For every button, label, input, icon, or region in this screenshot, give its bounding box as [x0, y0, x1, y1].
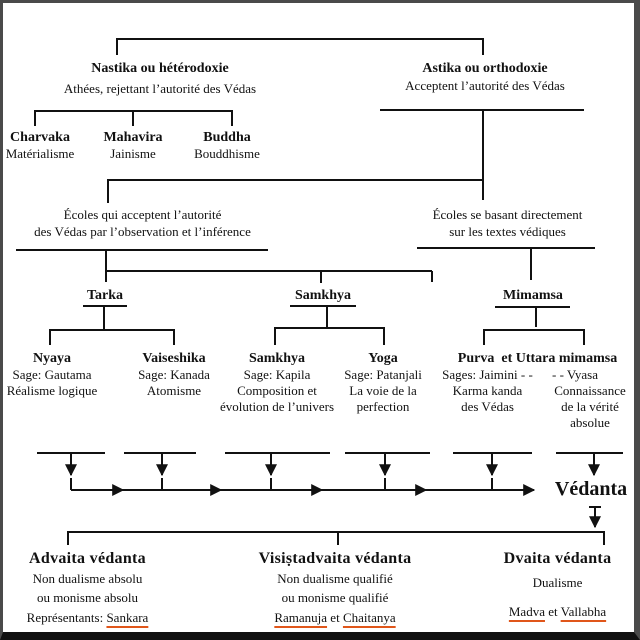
- charvaka-node: Charvaka Matérialisme: [0, 129, 80, 162]
- vaiseshika-desc: Atomisme: [146, 383, 202, 398]
- dvaita-title: Dvaita védanta: [503, 550, 612, 567]
- visistadvaita-desc-1: Non dualisme qualifié: [277, 571, 393, 586]
- mahavira-title: Mahavira: [103, 130, 163, 145]
- charvaka-title: Charvaka: [10, 130, 70, 145]
- connector-tarka-children: [49, 306, 175, 345]
- dvaita-desc-1: Dualisme: [532, 575, 583, 590]
- purva-node: Sages: Jaimini - - Karma kanda des Védas: [435, 367, 540, 415]
- group-samkhya: Samkhya: [294, 288, 352, 303]
- connector-root: [116, 38, 484, 55]
- ecoles-textes-line1: Écoles se basant directement: [432, 207, 583, 222]
- vaiseshika-sage: Sage: Kanada: [138, 367, 210, 382]
- rep-chaitanya: Chaitanya: [342, 610, 396, 625]
- yoga-desc-2: perfection: [356, 399, 410, 414]
- visistadvaita-node: Visiṣtadvaita védanta Non dualisme quali…: [240, 549, 430, 626]
- mimamsa-schools-title: Purva et Uttara mimamsa: [457, 351, 618, 366]
- visistadvaita-desc-2: ou monisme qualifié: [281, 590, 389, 605]
- visistadvaita-reps: Ramanuja et Chaitanya: [240, 610, 430, 626]
- advaita-desc-2: ou monisme absolu: [36, 590, 139, 605]
- nyaya-desc: Réalisme logique: [6, 383, 98, 398]
- astika-title: Astika ou orthodoxie: [422, 61, 548, 76]
- uttara-node: - - Vyasa Connaissance de la vérité abso…: [540, 367, 640, 431]
- nyaya-sage: Sage: Gautama: [12, 367, 92, 382]
- dvaita-node: Dvaita védanta Dualisme Madva et Vallabh…: [490, 549, 625, 620]
- nyaya-node: Nyaya Sage: Gautama Réalisme logique: [4, 350, 100, 399]
- buddha-node: Buddha Bouddhisme: [182, 129, 272, 162]
- ecoles-inference-line1: Écoles qui acceptent l’autorité: [63, 207, 222, 222]
- astika-subtitle: Acceptent l’autorité des Védas: [405, 78, 565, 93]
- rep-vallabha: Vallabha: [560, 604, 607, 619]
- uttara-desc-2: de la vérité: [561, 399, 619, 414]
- advaita-node: Advaita védanta Non dualisme absolu ou m…: [5, 549, 170, 626]
- ecoles-textes-line2: sur les textes védiques: [449, 224, 566, 239]
- rep-joiner: et: [330, 610, 340, 625]
- connector-mimamsa-children: [483, 329, 585, 345]
- yoga-node: Yoga Sage: Patanjali La voie de la perfe…: [338, 350, 428, 415]
- advaita-reps: Représentants: Sankara: [5, 610, 170, 626]
- samkhya-node: Samkhya Sage: Kapila Composition et évol…: [212, 350, 342, 415]
- dvaita-reps: Madva et Vallabha: [490, 604, 625, 620]
- purva-sage: Sages: Jaimini - -: [442, 367, 533, 382]
- ecoles-inference-node: Écoles qui acceptent l’autorité des Véda…: [20, 207, 265, 240]
- nastika-subtitle: Athées, rejettant l’autorité des Védas: [63, 81, 257, 96]
- vaiseshika-title: Vaiseshika: [142, 351, 206, 366]
- yoga-title: Yoga: [368, 351, 398, 366]
- ecoles-textes-node: Écoles se basant directement sur les tex…: [420, 207, 595, 240]
- uttara-desc-3: absolue: [570, 415, 610, 430]
- vaiseshika-node: Vaiseshika Sage: Kanada Atomisme: [128, 350, 220, 399]
- uttara-desc-1: Connaissance: [554, 383, 626, 398]
- buddha-title: Buddha: [203, 130, 251, 145]
- uttara-sage: - - Vyasa: [552, 367, 598, 382]
- samkhya-desc-1: Composition et: [237, 383, 317, 398]
- connector-inference: [16, 249, 433, 283]
- buddha-desc: Bouddhisme: [194, 146, 260, 161]
- astika-node: Astika ou orthodoxie Acceptent l’autorit…: [390, 60, 580, 94]
- connector-astika: [107, 109, 584, 203]
- advaita-desc-1: Non dualisme absolu: [32, 571, 143, 586]
- purva-desc-1: Karma kanda: [452, 383, 523, 398]
- underline-mimamsa: [495, 306, 570, 327]
- samkhya-desc-2: évolution de l’univers: [219, 399, 335, 414]
- rep-sankara: Sankara: [106, 610, 149, 625]
- vedanta-node: Védanta: [554, 478, 628, 500]
- mahavira-desc: Jainisme: [110, 146, 156, 161]
- visistadvaita-title: Visiṣtadvaita védanta: [258, 550, 412, 567]
- rep-ramanuja: Ramanuja: [274, 610, 328, 625]
- nyaya-title: Nyaya: [32, 351, 72, 366]
- group-tarka: Tarka: [86, 288, 124, 303]
- rep-madva: Madva: [508, 604, 545, 619]
- group-mimamsa: Mimamsa: [503, 288, 563, 303]
- connector-samkhya-children: [274, 306, 385, 345]
- advaita-title: Advaita védanta: [29, 550, 146, 567]
- rep-joiner: et: [548, 604, 558, 619]
- nastika-node: Nastika ou hétérodoxie Athées, rejettant…: [40, 60, 280, 97]
- yoga-sage: Sage: Patanjali: [344, 367, 422, 382]
- connector-textes: [417, 247, 595, 280]
- mahavira-node: Mahavira Jainisme: [93, 129, 173, 162]
- connector-nastika-children: [34, 110, 233, 126]
- yoga-desc-1: La voie de la: [349, 383, 417, 398]
- purva-desc-2: des Védas: [461, 399, 514, 414]
- connector-vedanta-branches: [67, 531, 605, 545]
- advaita-rep-label: Représentants:: [26, 610, 104, 625]
- charvaka-desc: Matérialisme: [5, 146, 75, 161]
- samkhya-title: Samkhya: [248, 351, 306, 366]
- vedanta-arrow-down: [589, 506, 601, 527]
- samkhya-sage: Sage: Kapila: [243, 367, 311, 382]
- nastika-title: Nastika ou hétérodoxie: [91, 61, 229, 76]
- ecoles-inference-line2: des Védas par l’observation et l’inféren…: [34, 224, 251, 239]
